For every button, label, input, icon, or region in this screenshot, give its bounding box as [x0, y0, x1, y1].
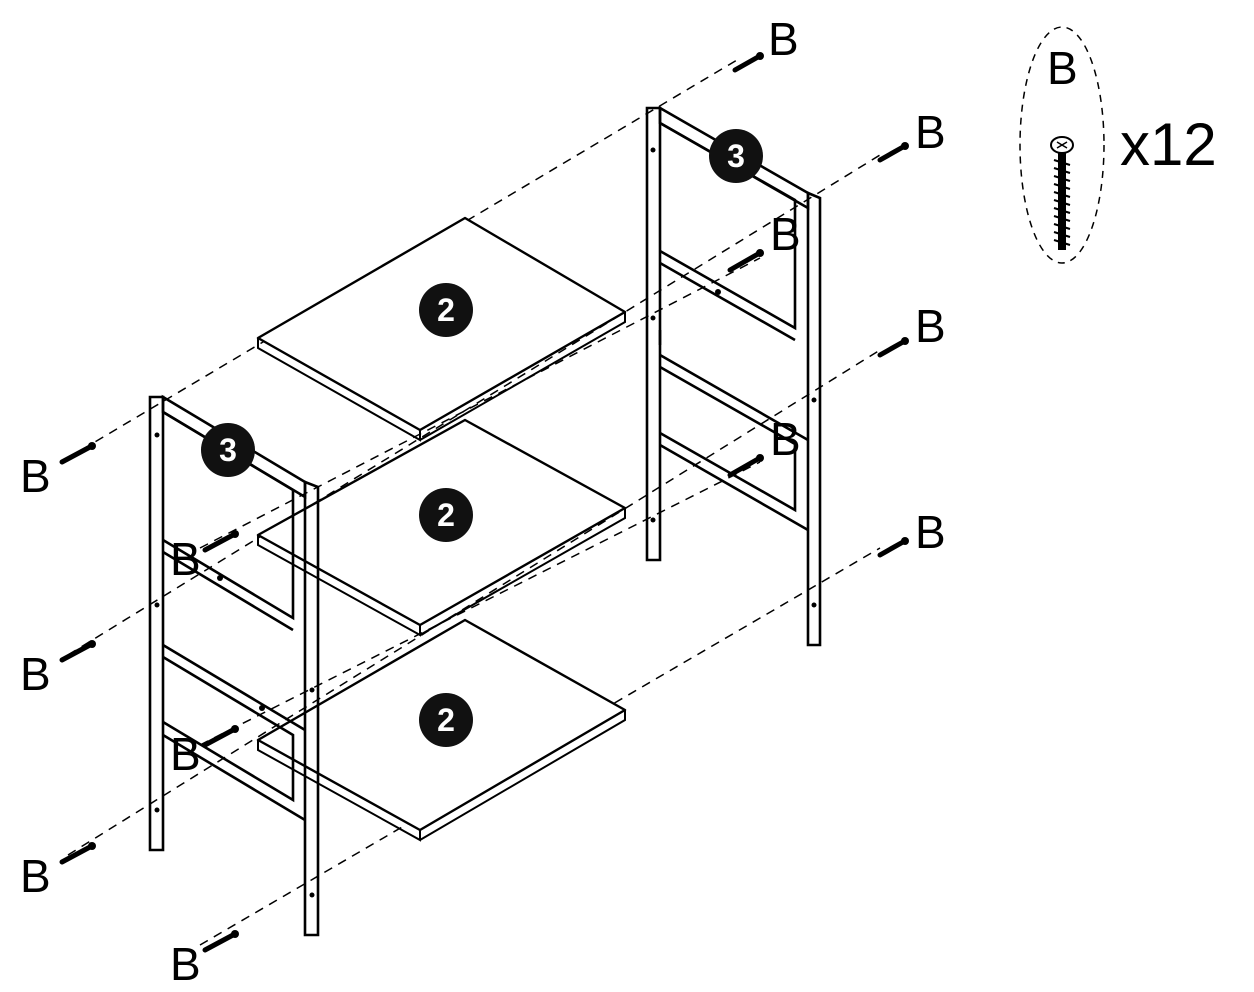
- left-side-frame: [148, 394, 320, 937]
- shelf-badge: 2: [419, 488, 473, 542]
- right-side-frame: [645, 105, 822, 647]
- screw-icon: [727, 454, 764, 478]
- screw-icon: [59, 640, 96, 663]
- screw-label: B: [915, 106, 946, 158]
- frame-badge: 3: [201, 423, 255, 477]
- screw-label: B: [170, 938, 201, 990]
- screws: [59, 52, 909, 953]
- screw-icon: [877, 142, 909, 163]
- frame-number: 3: [727, 138, 745, 174]
- shelf-number: 2: [437, 292, 455, 328]
- screw-label: B: [770, 413, 801, 465]
- screw-label: B: [20, 648, 51, 700]
- screw-icon: [202, 930, 239, 953]
- screw-label: B: [170, 533, 201, 585]
- screw-icon: [877, 337, 909, 358]
- part-badges: 2 2 2 3 3: [201, 129, 763, 747]
- shelf-number: 2: [437, 702, 455, 738]
- screw-callouts: B B B B B B B B B B B B: [20, 13, 946, 990]
- screw-icon: [202, 725, 239, 748]
- screw-icon: [727, 249, 764, 273]
- legend-quantity: x12: [1120, 111, 1217, 178]
- frame-number: 3: [219, 432, 237, 468]
- hardware-legend: B x12: [1019, 26, 1217, 264]
- screw-label: B: [20, 450, 51, 502]
- screw-label: B: [915, 300, 946, 352]
- screw-label: B: [170, 728, 201, 780]
- shelf-badge: 2: [419, 283, 473, 337]
- screw-icon: [202, 530, 239, 553]
- legend-letter: B: [1047, 42, 1078, 94]
- frame-badge: 3: [709, 129, 763, 183]
- shelf-number: 2: [437, 497, 455, 533]
- screw-label: B: [915, 506, 946, 558]
- screw-icon: [732, 52, 764, 73]
- screw-icon: [1050, 136, 1074, 250]
- shelf-badge: 2: [419, 693, 473, 747]
- screw-label: B: [770, 208, 801, 260]
- screw-icon: [59, 442, 96, 465]
- screw-label: B: [20, 850, 51, 902]
- screw-label: B: [768, 13, 799, 65]
- screw-icon: [877, 537, 909, 558]
- screw-icon: [59, 842, 96, 865]
